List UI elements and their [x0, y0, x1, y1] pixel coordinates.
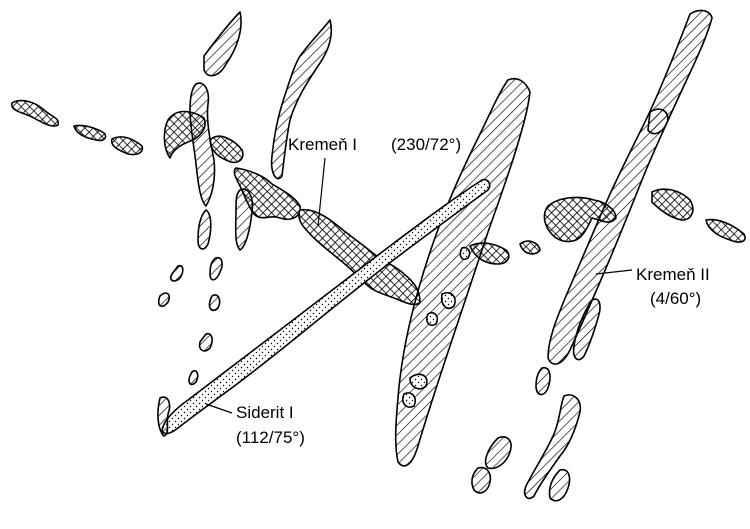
siderit1-label: Siderit I — [236, 403, 294, 422]
siderit1-leader — [206, 404, 232, 413]
kremen1-orientation: (230/72°) — [391, 135, 461, 154]
siderit1-orientation: (112/75°) — [236, 428, 305, 447]
kremen1-label: Kremeň I — [288, 135, 357, 154]
kremen2-orientation: (4/60°) — [650, 289, 701, 308]
kremen2-label: Kremeň II — [636, 265, 710, 284]
